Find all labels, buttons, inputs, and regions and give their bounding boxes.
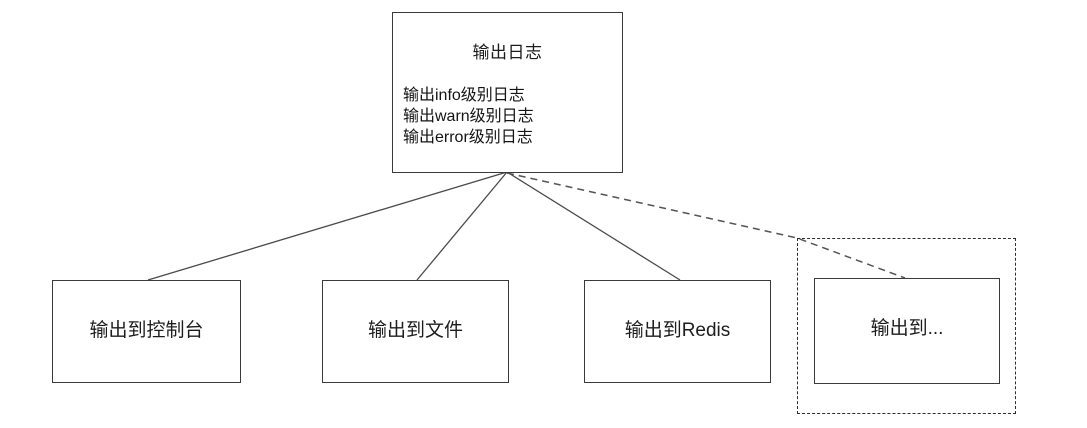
- node-output-log[interactable]: 输出日志 输出info级别日志 输出warn级别日志 输出error级别日志: [392, 12, 623, 173]
- node-output-to-redis-label: 输出到Redis: [624, 320, 731, 341]
- node-output-to-other-label: 输出到...: [870, 318, 944, 339]
- node-output-to-console-label: 输出到控制台: [89, 320, 204, 341]
- node-output-to-file[interactable]: 输出到文件: [322, 280, 509, 383]
- group-extensible-outputs: [797, 238, 1016, 414]
- edge-root-to-file: [416, 171, 508, 281]
- node-output-to-file-label: 输出到文件: [367, 320, 463, 341]
- node-output-to-redis[interactable]: 输出到Redis: [584, 280, 771, 383]
- edge-root-to-redis: [506, 171, 681, 281]
- edge-root-to-console: [147, 171, 508, 281]
- node-output-log-line-error: 输出error级别日志: [403, 129, 533, 146]
- node-output-log-title: 输出日志: [472, 43, 543, 62]
- node-output-log-line-info: 输出info级别日志: [403, 87, 525, 104]
- node-output-to-console[interactable]: 输出到控制台: [52, 280, 241, 383]
- node-output-log-line-warn: 输出warn级别日志: [403, 108, 534, 125]
- node-output-to-other[interactable]: 输出到...: [814, 278, 1000, 384]
- node-output-log-body: 输出info级别日志 输出warn级别日志 输出error级别日志: [403, 85, 614, 148]
